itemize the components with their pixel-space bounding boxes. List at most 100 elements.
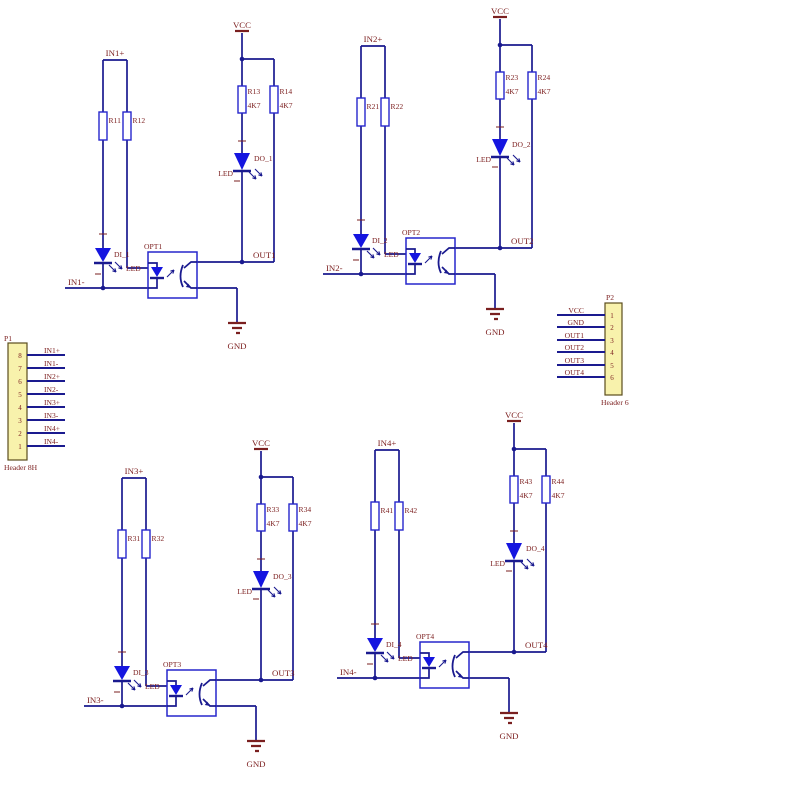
resistor-value: 4K7 — [280, 101, 293, 110]
pin-number: 1 — [610, 312, 614, 320]
connector-footprint: Header 8H — [4, 463, 38, 472]
resistor-name: R44 — [552, 477, 565, 486]
opto-designator: OPT2 — [402, 228, 420, 237]
resistor-name: R31 — [128, 534, 141, 543]
led-designator: DO_2 — [512, 140, 531, 149]
led-part-label: LED — [384, 250, 399, 259]
power-label-gnd: GND — [485, 327, 504, 337]
pin-net-label: IN4+ — [44, 424, 60, 433]
net-label-out: OUT3 — [272, 668, 295, 678]
connector-footprint: Header 6 — [601, 398, 629, 407]
net-label-input-pos: IN1+ — [106, 48, 125, 58]
led-designator: DO_1 — [254, 154, 273, 163]
net-label-input-pos: IN2+ — [364, 34, 383, 44]
pin-net-label: OUT2 — [565, 343, 585, 352]
pin-number: 6 — [610, 374, 614, 382]
pin-net-label: IN1+ — [44, 346, 60, 355]
resistor-value: 4K7 — [506, 87, 519, 96]
led-part-label: LED — [218, 169, 233, 178]
pin-number: 4 — [610, 349, 614, 357]
power-label-gnd: GND — [227, 341, 246, 351]
opto-designator: OPT3 — [163, 660, 181, 669]
connector-p1: P1 8 7 6 5 4 3 2 1 IN1+ IN1- IN2+ IN2- I… — [4, 334, 65, 472]
channel-2-labels: IN2+ VCC R21 R22 R23 4K7 R24 4K7 LED DO_… — [326, 6, 551, 337]
net-label-input-pos: IN3+ — [125, 466, 144, 476]
resistor-name: R12 — [133, 116, 146, 125]
led-designator: DI_4 — [386, 640, 402, 649]
resistor-name: R34 — [299, 505, 312, 514]
resistor-name: R11 — [109, 116, 122, 125]
power-label-vcc: VCC — [491, 6, 509, 16]
opto-designator: OPT1 — [144, 242, 162, 251]
resistor-name: R22 — [391, 102, 404, 111]
pin-net-label: OUT3 — [565, 356, 585, 365]
power-label-gnd: GND — [246, 759, 265, 769]
pin-net-label: OUT1 — [565, 331, 585, 340]
resistor-name: R13 — [248, 87, 261, 96]
led-designator: DI_1 — [114, 250, 130, 259]
net-label-input-neg: IN1- — [68, 277, 85, 287]
pin-number: 8 — [18, 352, 22, 360]
pin-net-label: IN2+ — [44, 372, 60, 381]
connector-pin-wires — [557, 314, 605, 378]
net-label-input-neg: IN3- — [87, 695, 104, 705]
net-label-input-neg: IN2- — [326, 263, 343, 273]
resistor-name: R41 — [381, 506, 394, 515]
pin-net-label: IN2- — [44, 385, 59, 394]
power-label-vcc: VCC — [252, 438, 270, 448]
pin-number: 4 — [18, 404, 22, 412]
connector-p2: P2 1 2 3 4 5 6 VCC GND OUT1 OUT2 OUT3 OU… — [557, 293, 629, 407]
resistor-name: R33 — [267, 505, 280, 514]
pin-number: 1 — [18, 443, 22, 451]
pin-number: 3 — [610, 337, 614, 345]
pin-number: 6 — [18, 378, 22, 386]
led-designator: DI_3 — [133, 668, 149, 677]
resistor-name: R23 — [506, 73, 519, 82]
pin-number: 2 — [610, 324, 614, 332]
pin-net-label: OUT4 — [565, 368, 585, 377]
resistor-name: R43 — [520, 477, 533, 486]
pin-number: 7 — [18, 365, 22, 373]
pin-net-label: VCC — [568, 306, 584, 315]
net-label-input-neg: IN4- — [340, 667, 357, 677]
pin-net-label: IN3+ — [44, 398, 60, 407]
connector-body — [604, 302, 623, 396]
connector-designator: P2 — [606, 293, 614, 302]
connector-pin-wires — [27, 354, 65, 447]
led-part-label: LED — [398, 654, 413, 663]
resistor-name: R32 — [152, 534, 165, 543]
led-part-label: LED — [490, 559, 505, 568]
led-designator: DO_3 — [273, 572, 292, 581]
led-part-label: LED — [126, 264, 141, 273]
connector-designator: P1 — [4, 334, 12, 343]
connector-body — [7, 342, 28, 461]
pin-net-label: GND — [568, 318, 585, 327]
net-label-input-pos: IN4+ — [378, 438, 397, 448]
power-label-gnd: GND — [499, 731, 518, 741]
channel-1-labels: IN1+ VCC R11 R12 R13 4K7 R14 4K7 LED DO_… — [68, 20, 293, 351]
pin-net-label: IN1- — [44, 359, 59, 368]
channel-3-labels: IN3+ VCC R31 R32 R33 4K7 R34 4K7 LED DO_… — [87, 438, 312, 769]
pin-number: 5 — [610, 362, 614, 370]
resistor-value: 4K7 — [267, 519, 280, 528]
led-designator: DO_4 — [526, 544, 545, 553]
resistor-name: R14 — [280, 87, 293, 96]
resistor-value: 4K7 — [248, 101, 261, 110]
power-label-vcc: VCC — [505, 410, 523, 420]
net-label-out: OUT4 — [525, 640, 548, 650]
pin-net-label: IN4- — [44, 437, 59, 446]
opto-designator: OPT4 — [416, 632, 434, 641]
net-label-out: OUT2 — [511, 236, 533, 246]
pin-number: 3 — [18, 417, 22, 425]
led-designator: DI_2 — [372, 236, 388, 245]
resistor-value: 4K7 — [520, 491, 533, 500]
led-part-label: LED — [237, 587, 252, 596]
led-part-label: LED — [145, 682, 160, 691]
resistor-value: 4K7 — [552, 491, 565, 500]
power-label-vcc: VCC — [233, 20, 251, 30]
resistor-value: 4K7 — [299, 519, 312, 528]
resistor-name: R42 — [405, 506, 418, 515]
